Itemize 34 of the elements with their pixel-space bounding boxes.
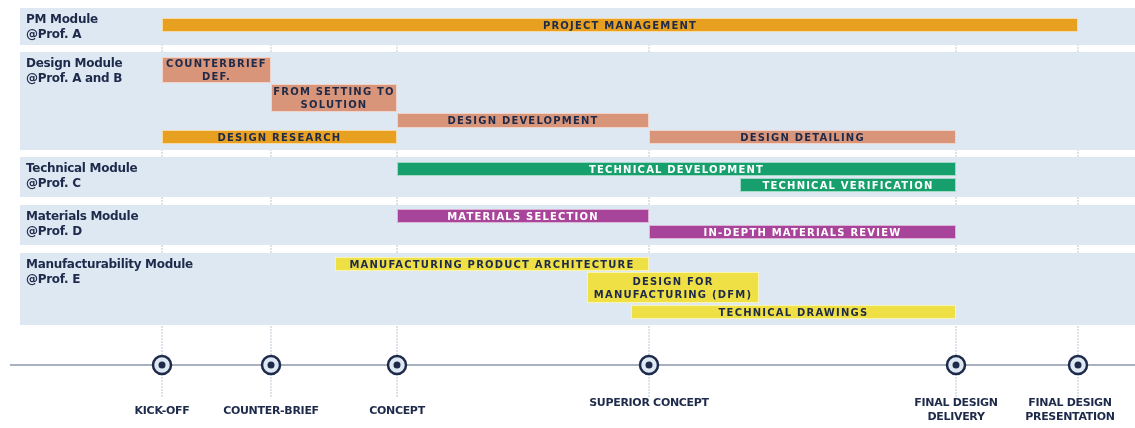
- task-bar: TECHNICAL VERIFICATION: [740, 178, 956, 192]
- milestone-label: FINAL DESIGN PRESENTATION: [1024, 396, 1116, 424]
- module-band: [20, 253, 1135, 325]
- task-bar: MATERIALS SELECTION: [397, 209, 649, 223]
- milestone-label: COUNTER-BRIEF: [222, 404, 320, 418]
- module-name: PM Module: [26, 12, 98, 27]
- task-bar: COUNTERBRIEF DEF.: [162, 57, 271, 83]
- module-name: Technical Module: [26, 161, 138, 176]
- professor-name: @Prof. A and B: [26, 71, 123, 86]
- professor-name: @Prof. D: [26, 224, 83, 239]
- module-name: Materials Module: [26, 209, 139, 224]
- module-band: [20, 8, 1135, 45]
- module-band: [20, 157, 1135, 197]
- professor-name: @Prof. E: [26, 272, 82, 287]
- task-bar: TECHNICAL DRAWINGS: [631, 305, 956, 319]
- task-bar: DESIGN DEVELOPMENT: [397, 113, 649, 128]
- task-bar: IN-DEPTH MATERIALS REVIEW: [649, 225, 956, 239]
- task-bar: TECHNICAL DEVELOPMENT: [397, 162, 956, 176]
- professor-name: @Prof. A: [26, 27, 83, 42]
- task-bar: DESIGN FOR MANUFACTURING (DFM): [587, 272, 759, 303]
- milestone-label: CONCEPT: [368, 404, 427, 418]
- professor-name: @Prof. C: [26, 176, 82, 191]
- milestone-label: SUPERIOR CONCEPT: [588, 396, 710, 410]
- module-name: Design Module: [26, 56, 123, 71]
- task-bar: DESIGN DETAILING: [649, 130, 956, 144]
- task-bar: MANUFACTURING PRODUCT ARCHITECTURE: [335, 257, 649, 271]
- task-bar: PROJECT MANAGEMENT: [162, 18, 1078, 32]
- milestone-label: KICK-OFF: [133, 404, 191, 418]
- task-bar: DESIGN RESEARCH: [162, 130, 397, 144]
- task-bar: FROM SETTING TO SOLUTION: [271, 84, 397, 112]
- milestone-label: FINAL DESIGN DELIVERY: [913, 396, 999, 424]
- module-band: [20, 52, 1135, 150]
- module-band: [20, 205, 1135, 245]
- module-name: Manufacturability Module: [26, 257, 193, 272]
